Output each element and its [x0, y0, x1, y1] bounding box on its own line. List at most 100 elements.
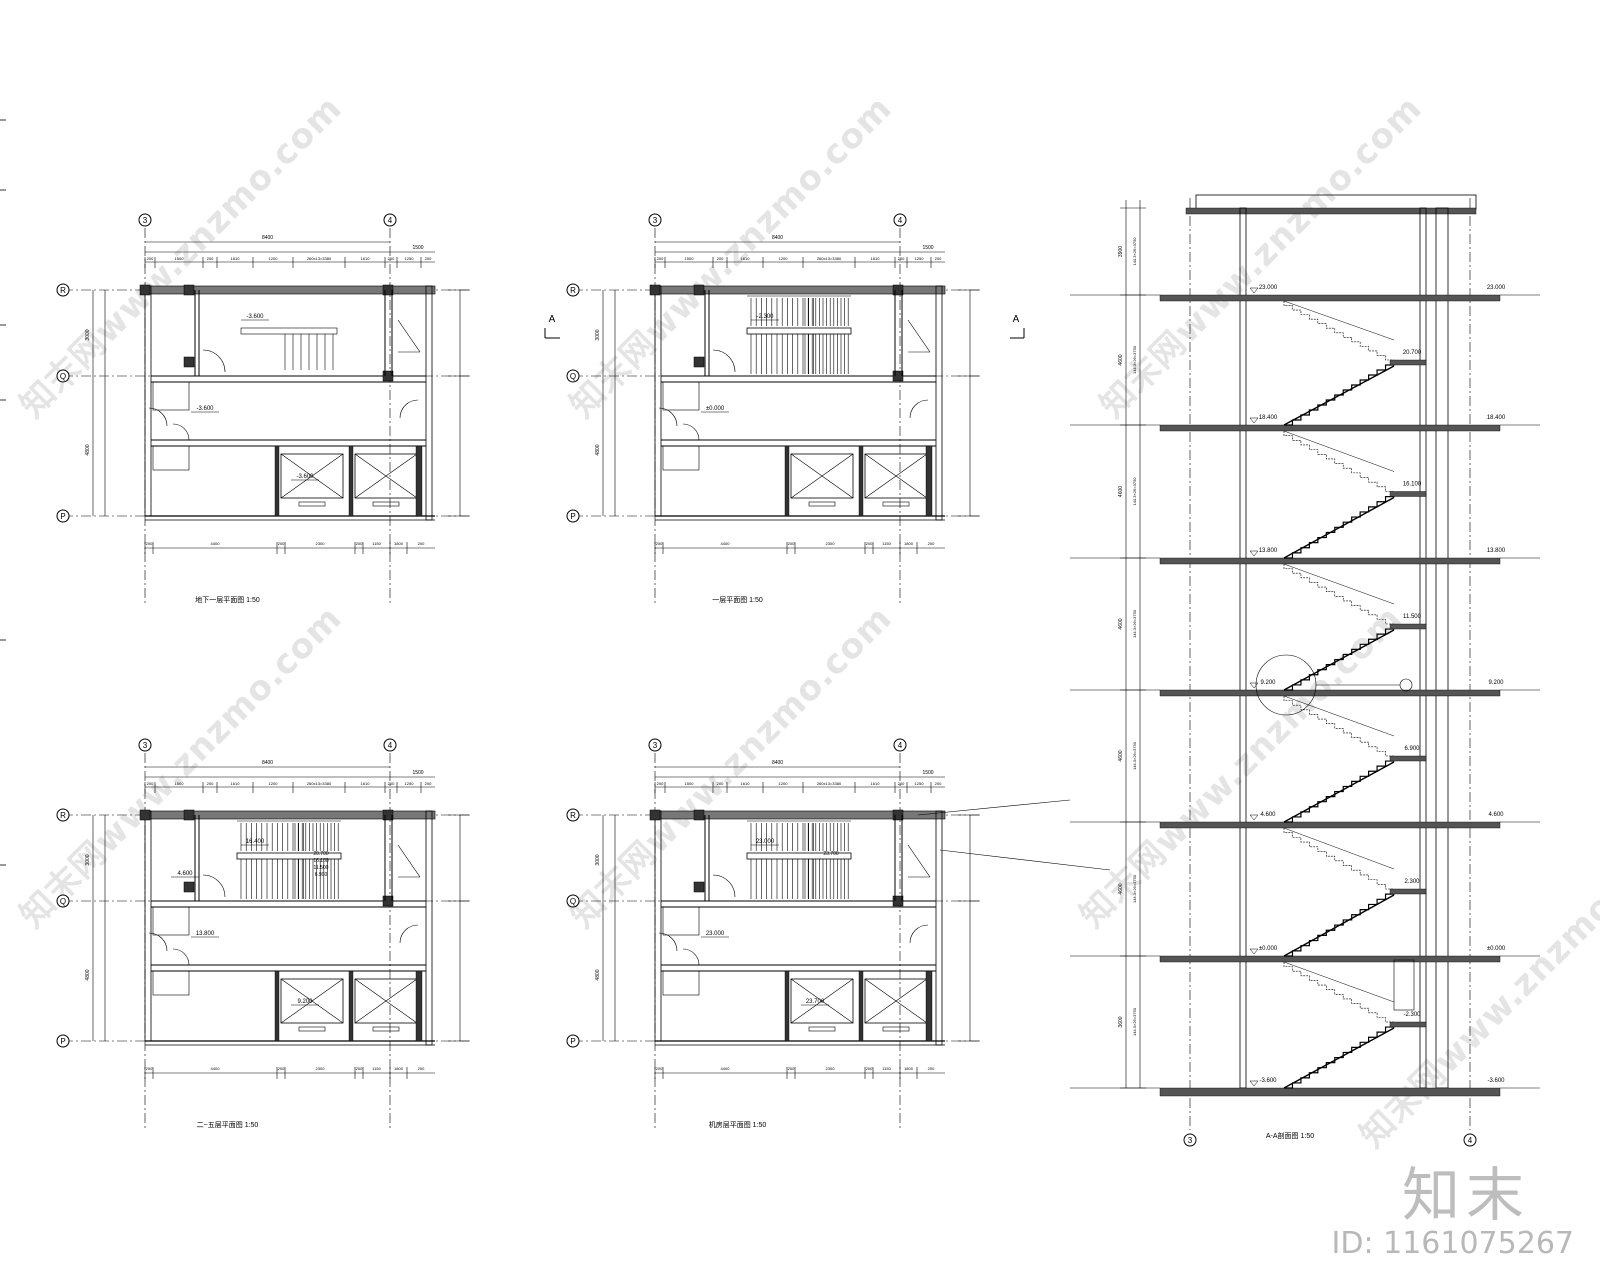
dim-text: 3000 — [595, 329, 601, 340]
axis-bubble — [566, 1034, 580, 1048]
dim-text: 4600 — [1118, 486, 1124, 497]
elevator-cross — [864, 978, 928, 1024]
dim-text: 200 — [147, 781, 154, 786]
dim-text: 200 — [788, 541, 795, 546]
dim-text: 3900 — [1118, 246, 1124, 257]
handrail — [1283, 961, 1395, 1003]
elevator-cross — [354, 978, 418, 1024]
floor-slab — [1159, 294, 1501, 302]
dim-text: 1610 — [871, 781, 881, 786]
axis-bubble — [56, 1034, 70, 1048]
dim-text: 8400 — [772, 760, 783, 766]
door-swing — [712, 874, 736, 898]
level-label: 13.800 — [196, 931, 215, 937]
axis-label: Q — [60, 897, 66, 906]
wall-left — [654, 810, 662, 1042]
stair-soffit — [1283, 761, 1395, 823]
leader-line — [939, 849, 1111, 871]
utility-room — [152, 970, 190, 996]
wall-right — [425, 810, 433, 1046]
door-swing — [202, 874, 226, 898]
dim-text: 1610 — [871, 256, 881, 261]
dim-text: 1800 — [904, 1066, 914, 1071]
plan-caption: 机房层平面图 1:50 — [709, 1120, 767, 1129]
axis-label: P — [60, 1037, 65, 1046]
utility-room — [662, 906, 700, 936]
stair-flight-beyond — [1283, 564, 1394, 625]
dim-text: 200 — [356, 1066, 363, 1071]
dim-text: 144.3×26=3750 — [1132, 1007, 1137, 1036]
stair-flight-beyond — [1283, 696, 1394, 757]
axis-bubble — [893, 213, 907, 227]
stair-handrail — [236, 852, 342, 860]
dim-text: 200 — [146, 541, 153, 546]
axis-bubble — [138, 213, 152, 227]
section-floor-level-right: -3.600 — [1487, 1078, 1505, 1084]
elevator-car — [280, 453, 344, 499]
dim-text: 200 — [418, 1066, 425, 1071]
section-floor-level-right: ±0.000 — [1487, 946, 1506, 952]
door-swing — [202, 349, 226, 373]
utility-room — [152, 445, 190, 471]
door-swing — [148, 932, 168, 952]
stair-flight-cut — [1284, 491, 1395, 559]
dim-text: 200 — [656, 1066, 663, 1071]
stair-flight-beyond — [1283, 431, 1394, 492]
elevator-door — [882, 1026, 910, 1032]
stair-soffit — [1283, 496, 1395, 559]
axis-bubble — [566, 808, 580, 822]
column — [183, 356, 195, 368]
axis-bubble — [56, 894, 70, 908]
leader-line — [917, 799, 1071, 816]
dim-text: 200 — [388, 781, 395, 786]
utility-room — [662, 445, 700, 471]
column — [139, 809, 151, 821]
stair-landing-rail — [240, 327, 338, 335]
stair-soffit — [1283, 365, 1395, 426]
roof-parapet — [1195, 194, 1477, 210]
section-floor-level: 18.400 — [1259, 415, 1278, 421]
wall-left — [144, 810, 152, 1042]
dim-text: 200 — [147, 256, 154, 261]
level-triangle — [1249, 948, 1259, 955]
landing-level-label: 16.100 — [313, 858, 329, 864]
dim-text: 1150 — [372, 1066, 381, 1071]
dim-text: 1200 — [269, 256, 279, 261]
handrail — [1283, 563, 1395, 605]
axis-label: 3 — [143, 741, 148, 750]
utility-room — [662, 970, 700, 996]
wall-left — [654, 285, 662, 517]
door-swing — [682, 423, 700, 441]
level-triangle — [1249, 550, 1259, 557]
shaft-line — [907, 319, 931, 353]
elevator-wall — [415, 445, 423, 517]
dim-text: 2300 — [826, 1066, 836, 1071]
axis-label: 3 — [653, 741, 658, 750]
stair-landing — [1389, 359, 1427, 366]
stair-flight-beyond — [1283, 962, 1394, 1023]
column — [382, 895, 394, 907]
axis-label: 3 — [143, 216, 148, 225]
section-landing-level: 2.300 — [1404, 879, 1420, 885]
stair-handrail — [746, 852, 852, 860]
door-swing — [658, 407, 678, 427]
elevator-wall — [858, 970, 864, 1042]
wall-right — [935, 810, 943, 1046]
elevator-door — [298, 501, 326, 507]
dim-text: 1500 — [175, 256, 185, 261]
axis-bubble — [56, 509, 70, 523]
axis-bubble — [383, 738, 397, 752]
stair-flight-cut — [1284, 756, 1395, 823]
axis-label: 4 — [898, 741, 903, 750]
axis-label: P — [60, 512, 65, 521]
stair — [746, 820, 852, 899]
floor-slab — [1159, 557, 1501, 565]
door-swing — [172, 948, 190, 966]
column — [183, 809, 195, 821]
elevator-door — [808, 1026, 836, 1032]
dim-text: 2300 — [316, 541, 326, 546]
dim-text: 3000 — [85, 329, 91, 340]
dim-text: 144.3×26=3750 — [1132, 237, 1137, 266]
dim-text: 200 — [717, 256, 724, 261]
